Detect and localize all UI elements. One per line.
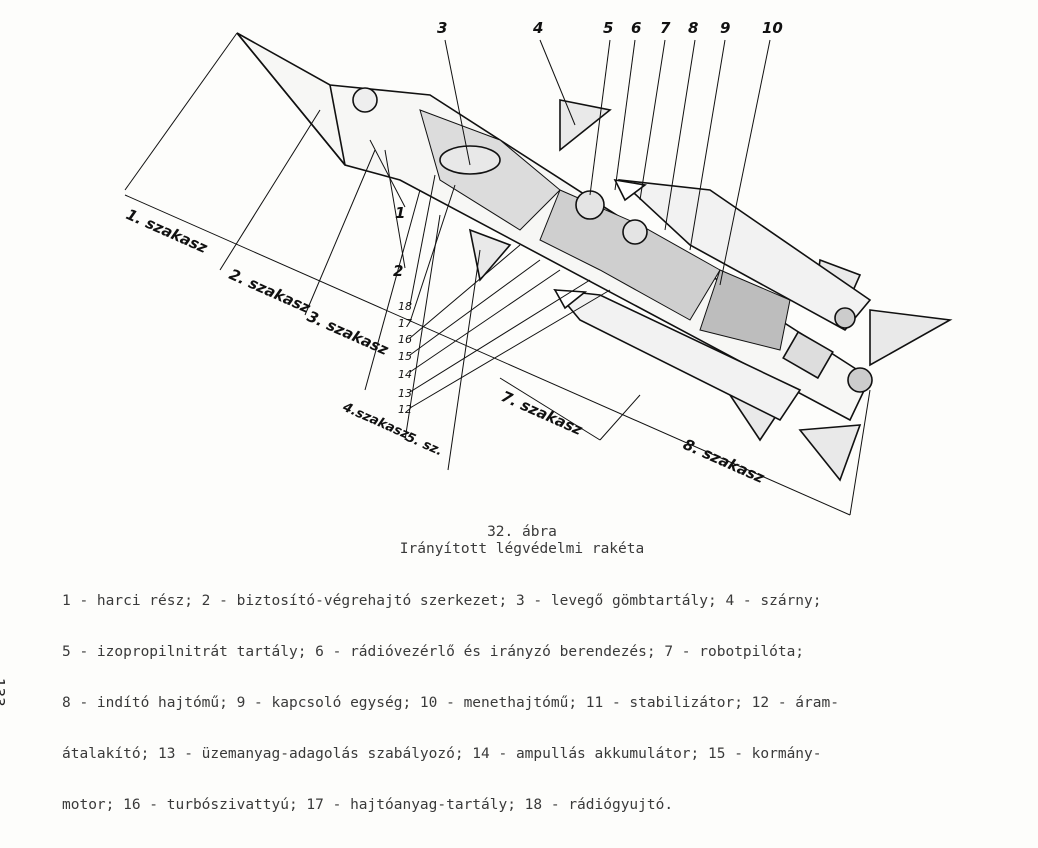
dimension-lines [124,32,871,516]
callout-5: 5 [603,19,613,37]
legend-line: 5 - izopropilnitrát tartály; 6 - rádióve… [62,644,805,660]
callout-labels: 3 4 5 6 7 8 9 10 1 2 18 17 16 15 14 13 1… [393,19,783,416]
callout-2: 2 [393,262,403,280]
segment-8: 8. szakasz [680,435,767,487]
legend-line: 8 - indító hajtómű; 9 - kapcsoló egység;… [62,695,839,711]
figure-title: Irányított légvédelmi rakéta [399,541,645,557]
segment-2: 2. szakasz [226,265,313,317]
figure-legend: 1 - harci rész; 2 - biztosító-végrehajtó… [62,559,1022,848]
segment-7: 7. szakasz [498,387,585,439]
figure-number: 32. ábra [487,524,557,540]
page-number: 133 [0,678,8,707]
missile-cutaway-diagram: 3 4 5 6 7 8 9 10 1 2 18 17 16 15 14 13 1… [123,19,953,516]
callout-4: 4 [532,19,543,37]
legend-line: motor; 16 - turbószivattyú; 17 - hajtóan… [62,797,674,813]
callout-6: 6 [631,19,641,37]
callout-3: 3 [437,19,447,37]
callout-8: 8 [688,19,698,37]
callout-10: 10 [762,19,783,37]
callout-leaders [369,39,771,409]
segment-3: 3. szakasz [304,307,391,359]
callout-1: 1 [395,204,405,222]
callout-13: 13 [398,387,412,400]
segment-5: 5. sz. [403,430,445,459]
missile-drawing [236,32,953,482]
callout-14: 14 [398,368,412,381]
callout-7: 7 [660,19,671,37]
callout-18: 18 [398,300,412,313]
callout-9: 9 [720,19,730,37]
callout-16: 16 [398,333,412,346]
callout-15: 15 [398,350,412,363]
legend-line: 1 - harci rész; 2 - biztosító-végrehajtó… [62,593,822,609]
legend-line: átalakító; 13 - üzemanyag-adagolás szabá… [62,746,822,762]
callout-12: 12 [398,403,412,416]
figure-caption: 32. ábra Irányított légvédelmi rakéta 1 … [62,524,1022,848]
callout-17: 17 [398,317,412,330]
